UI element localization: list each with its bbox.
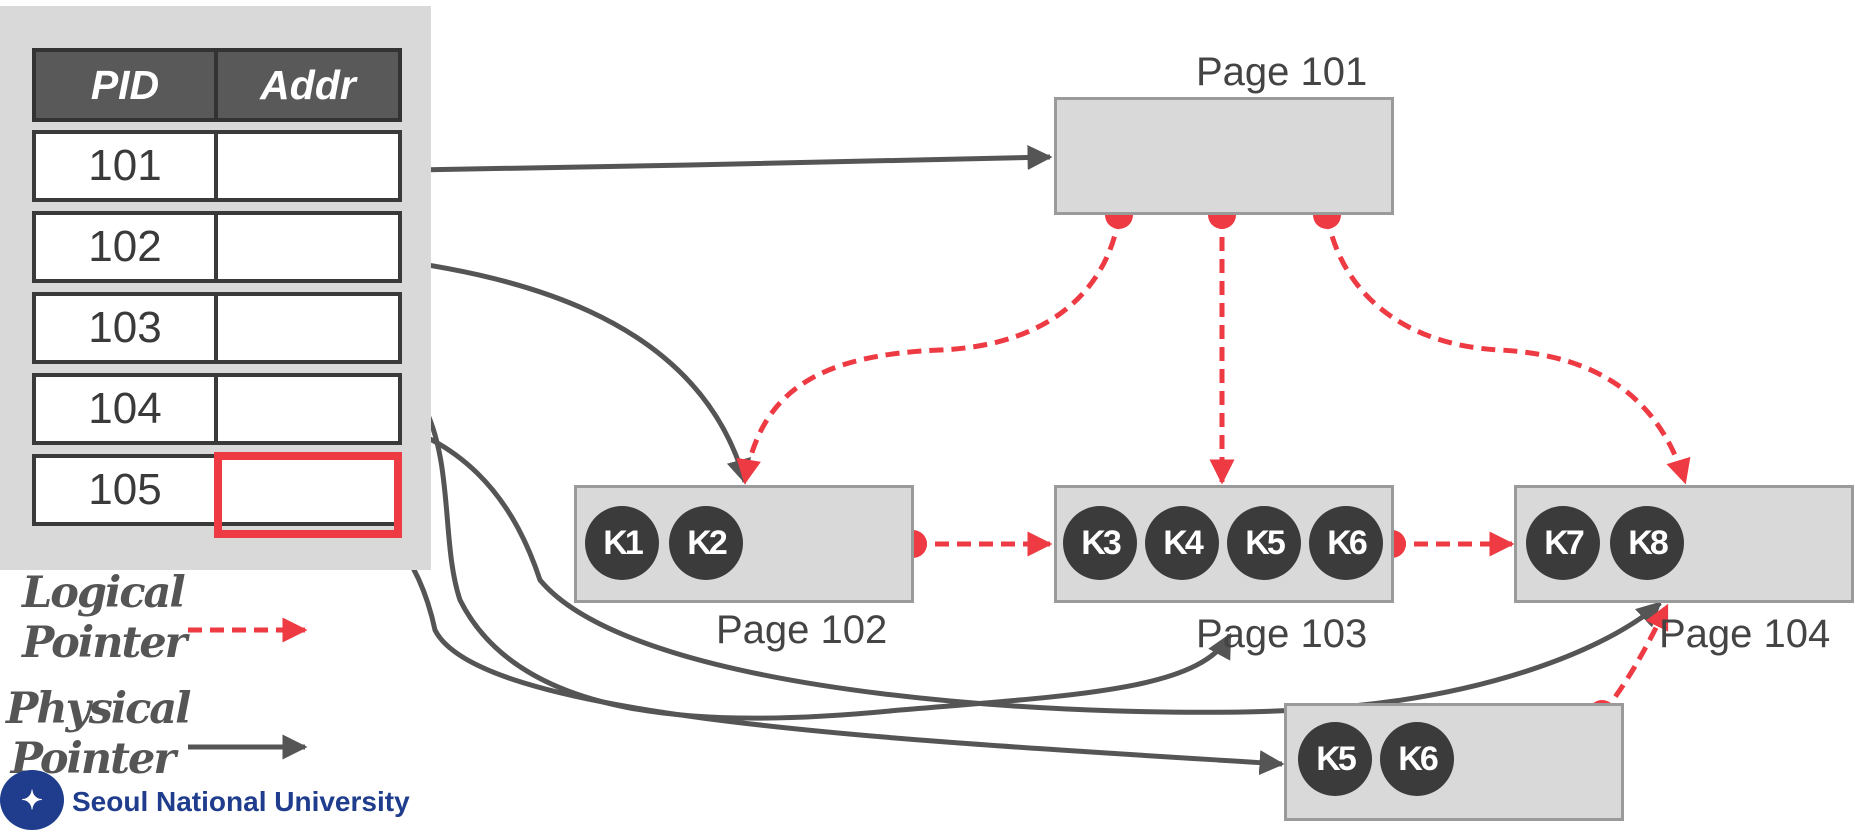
pid-cell-101: 101 bbox=[32, 130, 218, 202]
addr-cell-101 bbox=[214, 130, 402, 202]
pid-cell-105: 105 bbox=[32, 454, 218, 526]
logo-mark: ✦ bbox=[21, 784, 43, 815]
key-k1: K1 bbox=[585, 506, 659, 580]
page-101-label: Page 101 bbox=[1196, 50, 1368, 94]
page-103-label: Page 103 bbox=[1196, 612, 1368, 656]
pid-cell-104: 104 bbox=[32, 373, 218, 445]
key-k3: K3 bbox=[1063, 506, 1137, 580]
page-104-label: Page 104 bbox=[1659, 612, 1831, 656]
addr-cell-103 bbox=[214, 292, 402, 364]
legend-logical-label: Logical Pointer bbox=[22, 568, 187, 668]
highlighted-addr-cell bbox=[214, 452, 402, 538]
key-k6: K6 bbox=[1309, 506, 1383, 580]
university-name: Seoul National University bbox=[72, 786, 410, 817]
legend-physical-line1: Physical bbox=[6, 684, 192, 734]
addr-cell-102 bbox=[214, 211, 402, 283]
pid-cell-102: 102 bbox=[32, 211, 218, 283]
key-k7: K7 bbox=[1526, 506, 1600, 580]
addr-cell-104 bbox=[214, 373, 402, 445]
footer: ✦ Seoul National University bbox=[0, 770, 440, 830]
pid-header: PID bbox=[32, 48, 218, 122]
addr-header: Addr bbox=[214, 48, 402, 122]
physical-pointer-101 bbox=[306, 145, 1053, 175]
key-k6-copy: K6 bbox=[1380, 722, 1454, 796]
university-logo: ✦ bbox=[0, 770, 64, 830]
key-k4: K4 bbox=[1145, 506, 1219, 580]
key-k5-copy: K5 bbox=[1298, 722, 1372, 796]
legend-logical-line1: Logical bbox=[22, 568, 186, 618]
logical-pointer-101-104 bbox=[1324, 214, 1691, 485]
page-102-label: Page 102 bbox=[716, 608, 888, 652]
logical-pointer-101-102 bbox=[736, 214, 1122, 485]
logical-pointer-copy-104 bbox=[1600, 603, 1670, 716]
legend-physical-label: Physical Pointer bbox=[6, 684, 192, 784]
key-k8: K8 bbox=[1610, 506, 1684, 580]
pid-cell-103: 103 bbox=[32, 292, 218, 364]
key-k5: K5 bbox=[1227, 506, 1301, 580]
physical-pointer-104 bbox=[306, 411, 1662, 715]
key-k2: K2 bbox=[669, 506, 743, 580]
page-101 bbox=[1054, 97, 1394, 215]
legend-logical-line2: Pointer bbox=[22, 618, 187, 668]
